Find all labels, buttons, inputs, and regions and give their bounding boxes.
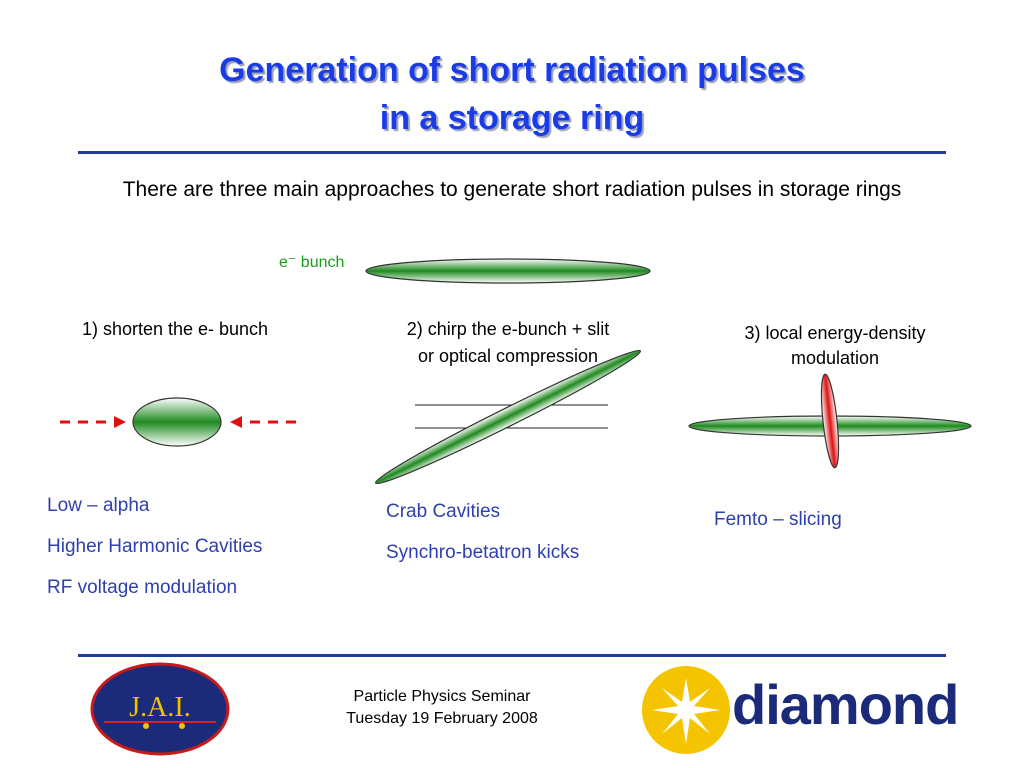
bunch-label: e⁻ bunch xyxy=(279,254,345,271)
diamond-star-icon xyxy=(642,666,730,754)
jai-logo: J.A.I. xyxy=(90,662,230,756)
approach2-label-line2: or optical compression xyxy=(417,346,599,366)
title-divider xyxy=(78,151,946,154)
approach1-label: 1) shorten the e- bunch xyxy=(81,319,269,339)
footer-line2: Tuesday 19 February 2008 xyxy=(346,710,538,727)
right-arrowhead xyxy=(230,416,242,428)
approach1-item: Higher Harmonic Cavities xyxy=(47,536,263,557)
reference-bunch xyxy=(365,258,651,284)
approach1-item: RF voltage modulation xyxy=(47,577,238,598)
slide-title-line2: in a storage ring xyxy=(379,99,645,137)
left-arrowhead xyxy=(114,416,126,428)
slide-title-line1: Generation of short radiation pulses xyxy=(219,51,805,89)
approach2-label-line1: 2) chirp the e-bunch + slit xyxy=(406,319,610,339)
approach2-item: Synchro-betatron kicks xyxy=(386,542,580,563)
jai-logo-text: J.A.I. xyxy=(129,692,191,723)
diamond-logo: diamond xyxy=(640,664,959,756)
chirped-bunch xyxy=(374,349,642,485)
approach3-item: Femto – slicing xyxy=(714,509,842,530)
diamond-logo-text: diamond xyxy=(732,673,959,736)
footer-line1: Particle Physics Seminar xyxy=(353,688,531,705)
approach1-item: Low – alpha xyxy=(47,495,150,516)
energy-slice xyxy=(820,373,840,469)
approach3-label-line2: modulation xyxy=(790,348,880,368)
approach3-label-line1: 3) local energy-density xyxy=(744,323,926,343)
short-bunch xyxy=(132,397,222,447)
approach2-item: Crab Cavities xyxy=(386,501,501,522)
footer-divider xyxy=(78,654,946,657)
intro-text: There are three main approaches to gener… xyxy=(122,178,902,201)
